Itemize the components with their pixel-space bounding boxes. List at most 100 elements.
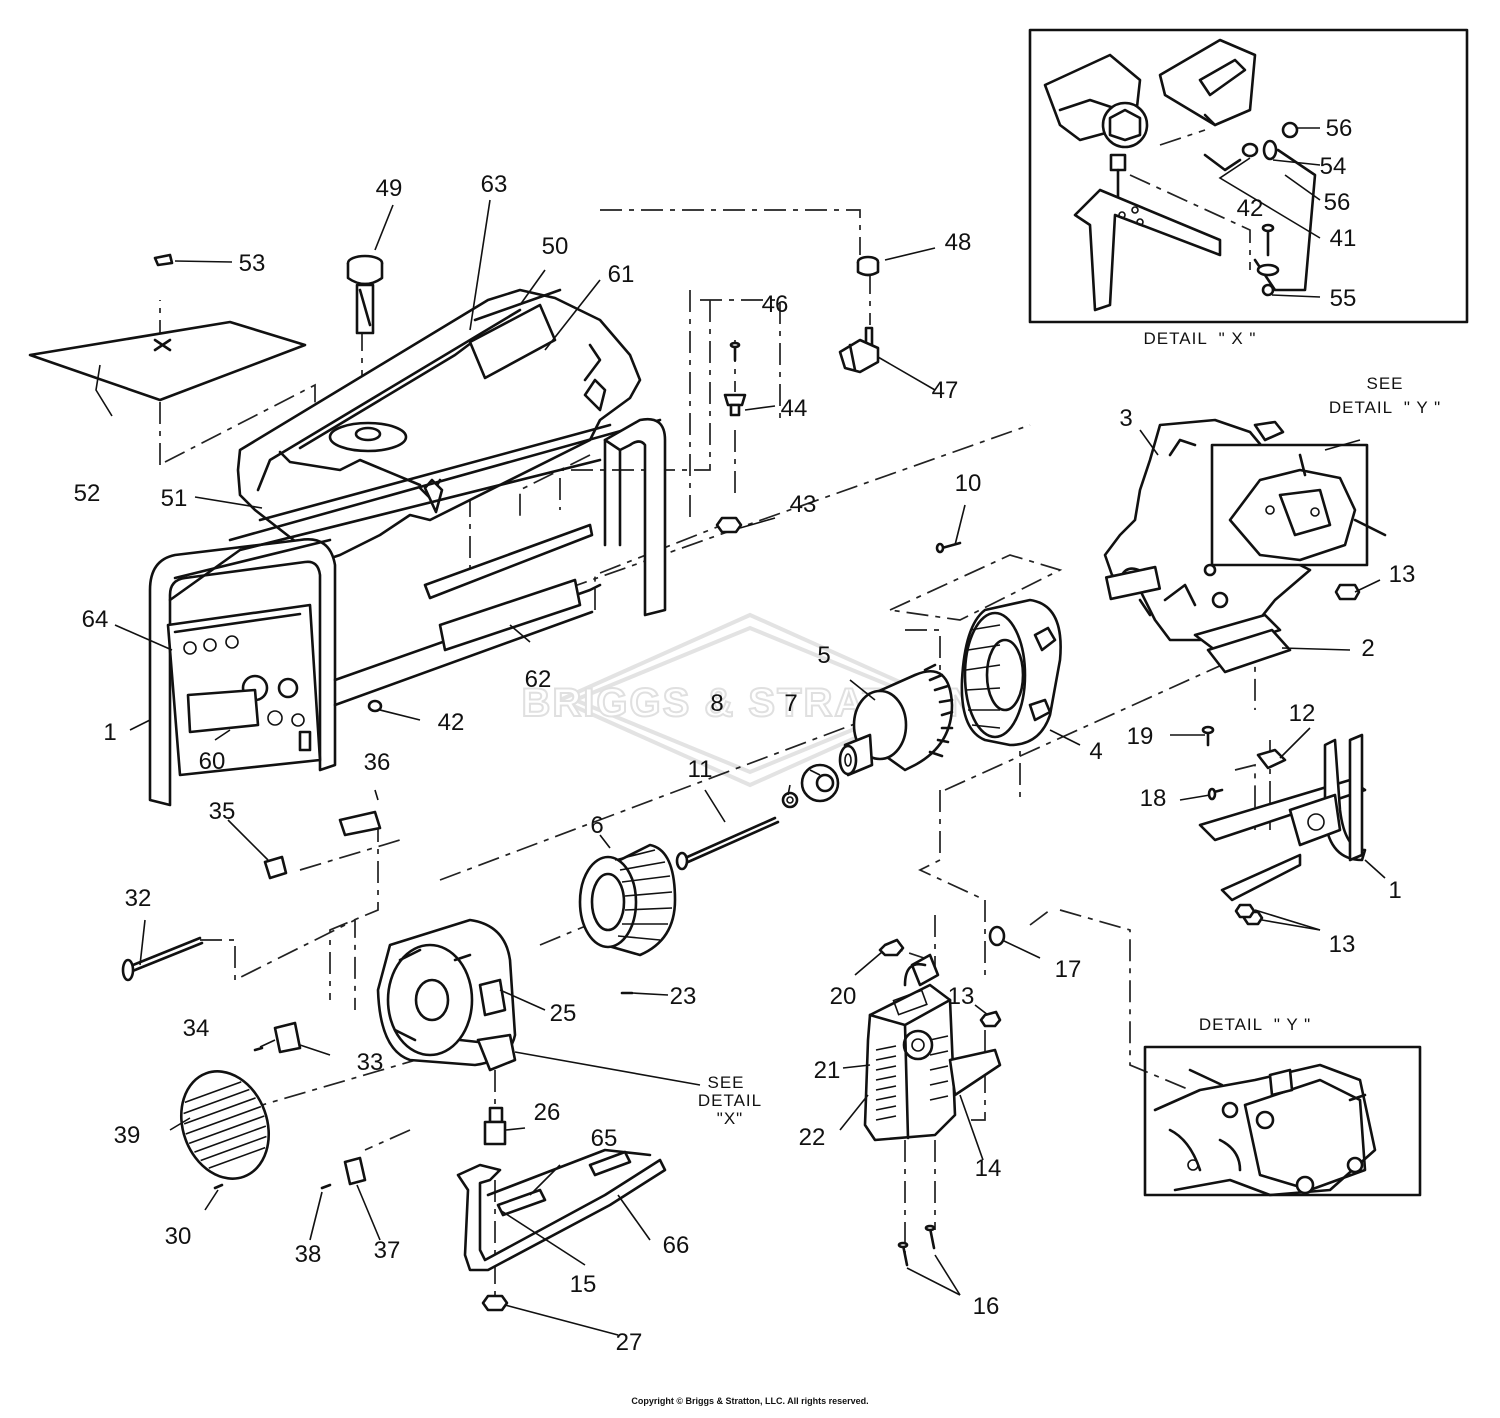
detail-y-box bbox=[1143, 1045, 1422, 1197]
nut-20 bbox=[878, 938, 905, 957]
label-41: 41 bbox=[1330, 225, 1357, 252]
mount-12 bbox=[1256, 748, 1287, 770]
control-panel bbox=[166, 603, 322, 777]
muffler bbox=[863, 953, 1002, 1142]
label-5: 5 bbox=[817, 642, 830, 669]
label-61: 61 bbox=[608, 261, 635, 288]
label-26: 26 bbox=[534, 1099, 561, 1126]
screw-42 bbox=[367, 699, 383, 713]
label-10: 10 bbox=[955, 470, 982, 497]
label-62: 62 bbox=[525, 666, 552, 693]
label-22: 22 bbox=[799, 1124, 826, 1151]
nut-13b bbox=[1234, 903, 1256, 919]
label-55: 55 bbox=[1330, 285, 1357, 312]
label-36: 36 bbox=[364, 749, 391, 776]
label-46: 46 bbox=[762, 291, 789, 318]
label-48: 48 bbox=[945, 229, 972, 256]
detail-x-caption: DETAIL " X " bbox=[1144, 329, 1257, 348]
label-17: 17 bbox=[1055, 956, 1082, 983]
screw-46 bbox=[729, 341, 741, 362]
end-grille bbox=[179, 1070, 271, 1180]
label-51: 51 bbox=[161, 485, 188, 512]
frame-1 bbox=[148, 417, 667, 807]
label-53: 53 bbox=[239, 250, 266, 277]
label-13b: 13 bbox=[1329, 931, 1356, 958]
label-19: 19 bbox=[1127, 723, 1154, 750]
label-27: 27 bbox=[616, 1329, 643, 1356]
base-plate-2 bbox=[1206, 628, 1292, 674]
tank-label-63 bbox=[468, 303, 557, 380]
label-50: 50 bbox=[542, 233, 569, 260]
label-49: 49 bbox=[376, 175, 403, 202]
gasket-17 bbox=[988, 925, 1006, 947]
label-37: 37 bbox=[374, 1237, 401, 1264]
label-16: 16 bbox=[973, 1293, 1000, 1320]
screw-38 bbox=[320, 1183, 332, 1190]
cover-panel bbox=[28, 253, 307, 402]
label-23: 23 bbox=[670, 983, 697, 1010]
rotor bbox=[838, 663, 954, 777]
bearing-carrier bbox=[376, 918, 517, 1072]
rotor-bolt-11 bbox=[675, 816, 780, 871]
label-15: 15 bbox=[570, 1271, 597, 1298]
screws-16 bbox=[897, 1224, 936, 1267]
label-30: 30 bbox=[165, 1223, 192, 1250]
part-number-labels: 49 63 50 61 53 52 51 48 46 44 47 43 64 6… bbox=[74, 115, 1416, 1356]
label-4: 4 bbox=[1089, 738, 1102, 765]
nut-13-engine bbox=[1334, 583, 1361, 601]
label-63: 63 bbox=[481, 171, 508, 198]
label-2: 2 bbox=[1361, 635, 1374, 662]
label-38: 38 bbox=[295, 1241, 322, 1268]
label-54: 54 bbox=[1320, 153, 1347, 180]
plug-35 bbox=[263, 855, 288, 880]
see-detail-x-line1: SEE bbox=[707, 1073, 744, 1092]
label-6: 6 bbox=[590, 812, 603, 839]
label-52: 52 bbox=[74, 480, 101, 507]
frame-1-right bbox=[1198, 733, 1367, 902]
label-33: 33 bbox=[357, 1049, 384, 1076]
label-56b: 56 bbox=[1324, 189, 1351, 216]
detail-x-box bbox=[1028, 28, 1469, 324]
label-18: 18 bbox=[1140, 785, 1167, 812]
label-14: 14 bbox=[975, 1155, 1002, 1182]
grommet-44 bbox=[723, 393, 747, 417]
label-44: 44 bbox=[781, 395, 808, 422]
label-65: 65 bbox=[591, 1125, 618, 1152]
label-13c: 13 bbox=[948, 983, 975, 1010]
nut-13-muffler bbox=[979, 1010, 1002, 1028]
detail-y-caption: DETAIL " Y " bbox=[1199, 1015, 1311, 1034]
label-1b: 1 bbox=[1388, 877, 1401, 904]
label-35: 35 bbox=[209, 798, 236, 825]
tie-bolt-32 bbox=[121, 936, 204, 982]
decal-outline bbox=[887, 554, 1063, 621]
label-42b: 42 bbox=[1237, 195, 1264, 222]
label-42a: 42 bbox=[438, 709, 465, 736]
bracket-37 bbox=[343, 1156, 367, 1186]
label-60: 60 bbox=[199, 748, 226, 775]
label-13a: 13 bbox=[1389, 561, 1416, 588]
label-47: 47 bbox=[932, 377, 959, 404]
label-8: 8 bbox=[710, 690, 723, 717]
see-detail-y-line1: SEE bbox=[1366, 374, 1403, 393]
fuel-cap bbox=[346, 254, 384, 335]
label-43: 43 bbox=[790, 491, 817, 518]
label-39: 39 bbox=[114, 1122, 141, 1149]
nut-27 bbox=[481, 1294, 509, 1312]
label-1a: 1 bbox=[103, 719, 116, 746]
label-25: 25 bbox=[550, 1000, 577, 1027]
screw-30 bbox=[213, 1183, 224, 1190]
see-detail-x-line3: "X" bbox=[717, 1109, 743, 1128]
frame-foot-15 bbox=[456, 1148, 667, 1272]
label-21: 21 bbox=[814, 1057, 841, 1084]
bracket-33 bbox=[273, 1021, 302, 1054]
label-7: 7 bbox=[784, 690, 797, 717]
detail-captions: DETAIL " X " DETAIL " Y " SEE DETAIL " Y… bbox=[698, 329, 1440, 1128]
engine-detail-y-area bbox=[1210, 443, 1387, 567]
label-32: 32 bbox=[125, 885, 152, 912]
bearing-7 bbox=[800, 763, 840, 803]
copyright-footer: Copyright © Briggs & Stratton, LLC. All … bbox=[631, 1396, 869, 1406]
fan-housing bbox=[578, 843, 677, 957]
screw-34 bbox=[253, 1046, 264, 1052]
